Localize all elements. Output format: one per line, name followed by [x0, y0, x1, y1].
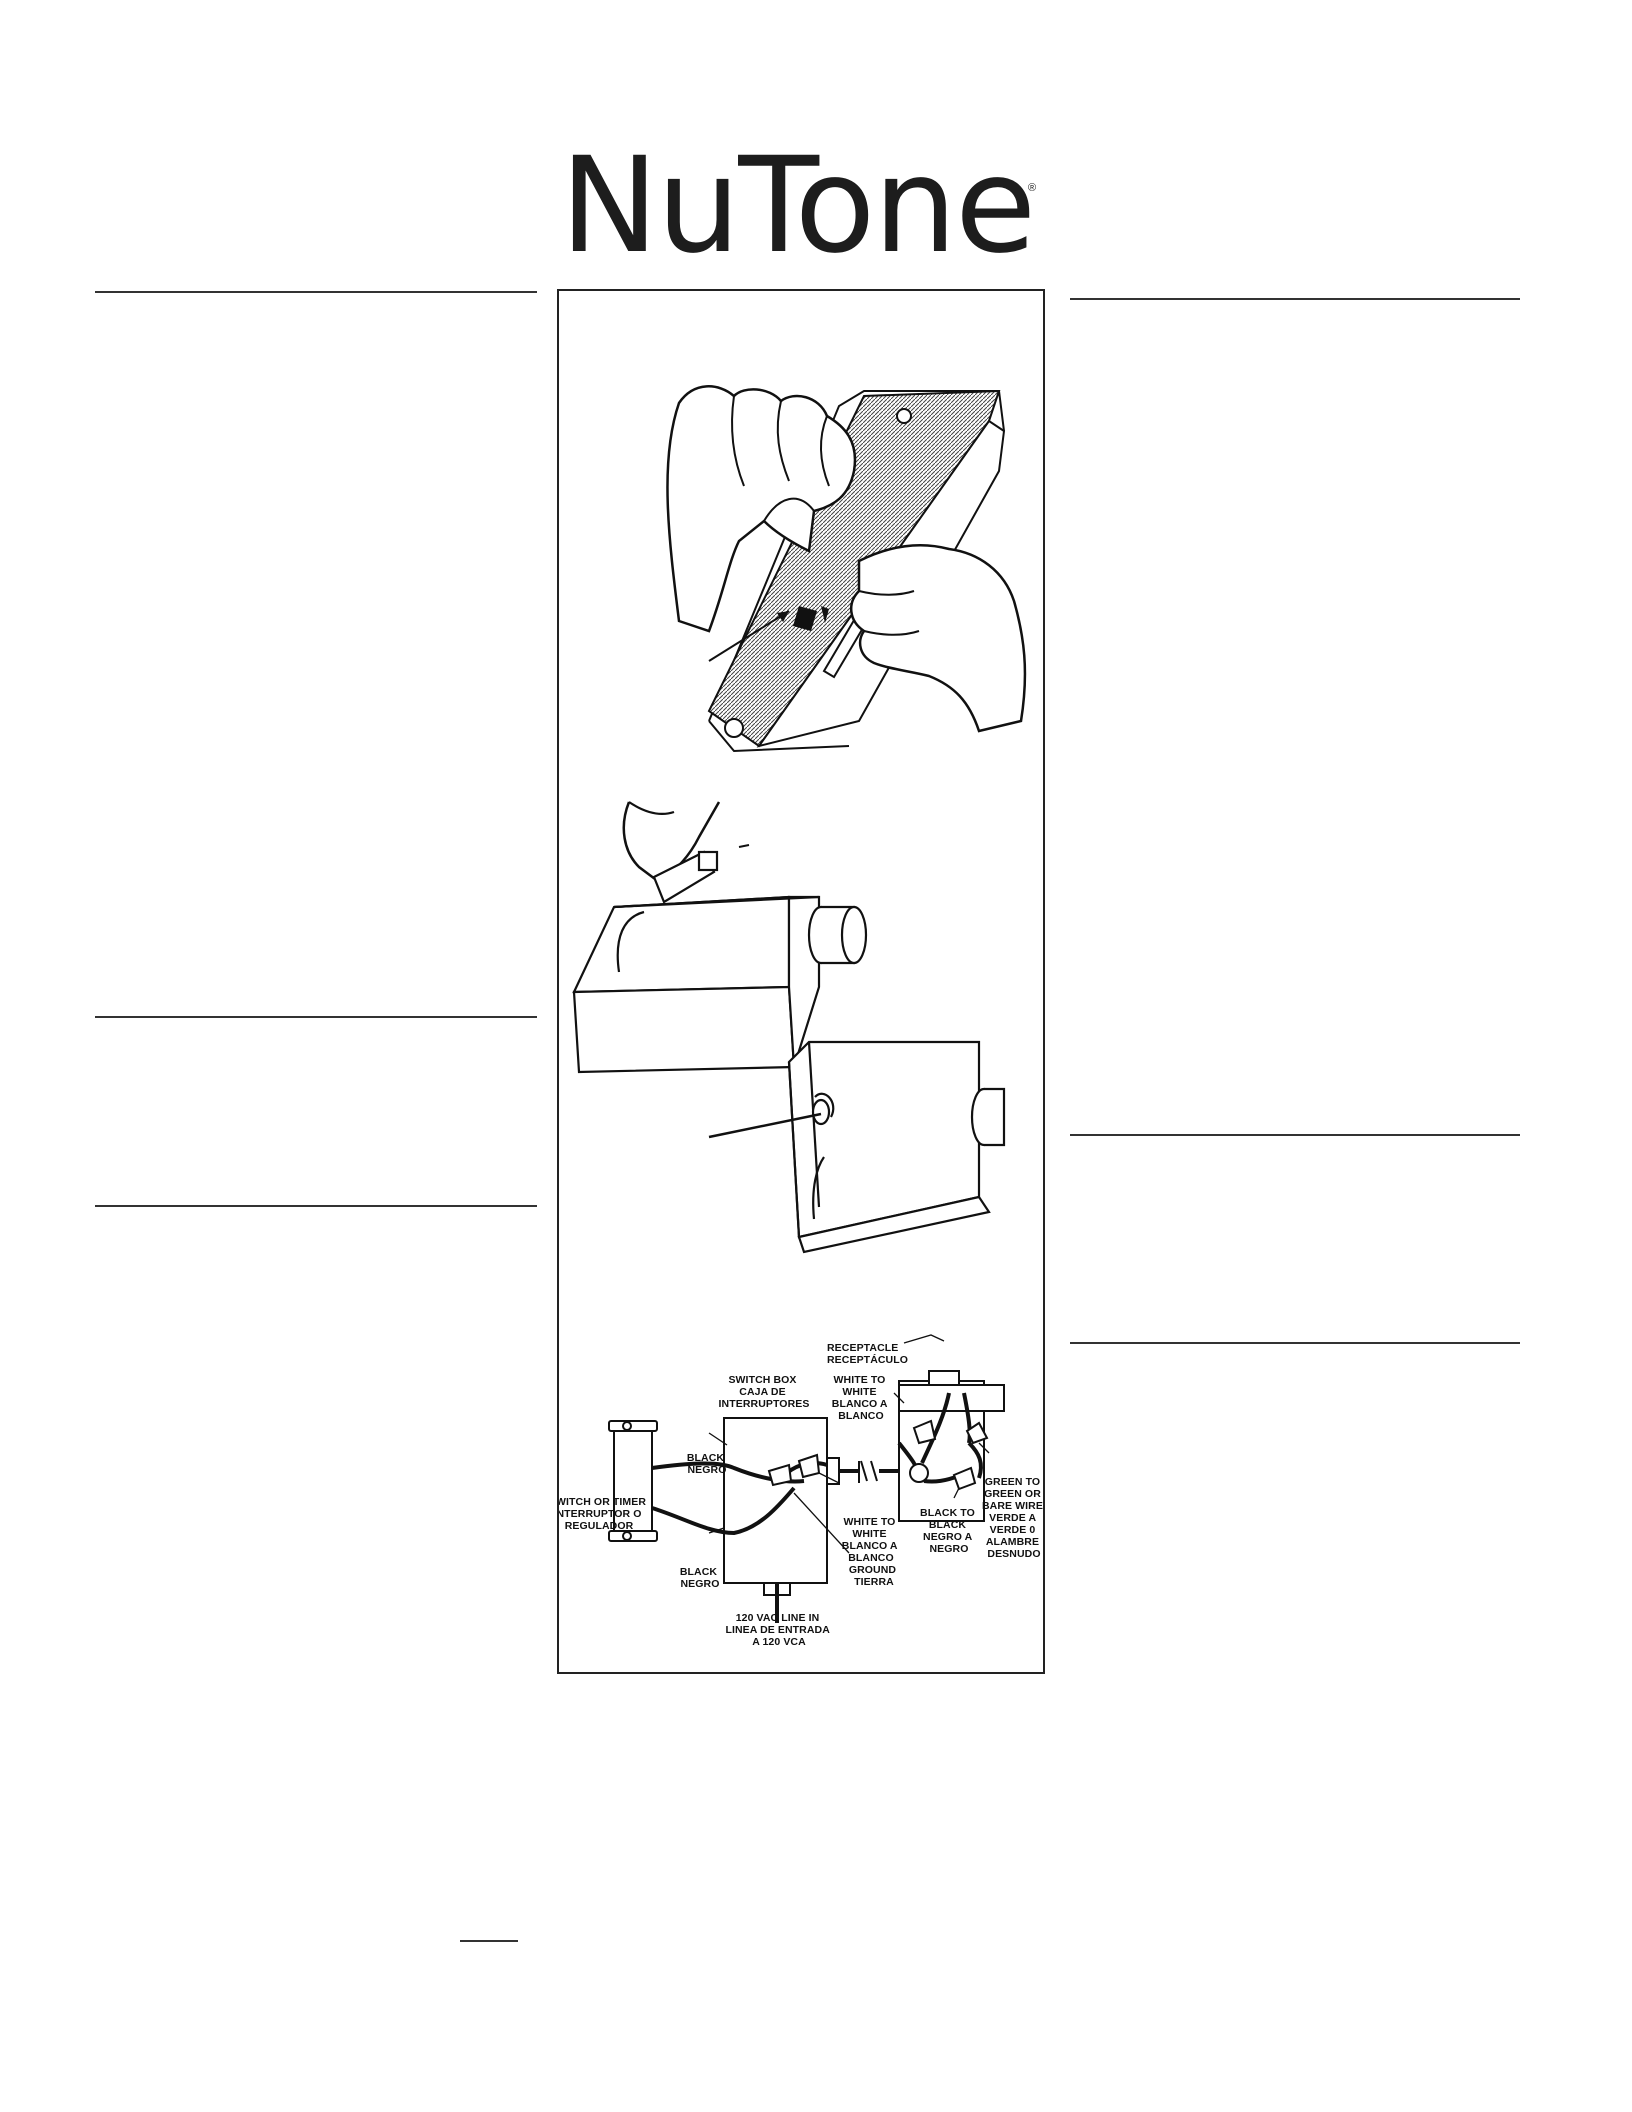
section-rule-left-bottom: [95, 1205, 537, 1207]
page-footer-rule: [460, 1940, 518, 1942]
label-black-bottom: BLACK NEGRO: [680, 1566, 720, 1590]
label-black-to-black: BLACK TO BLACK NEGRO A NEGRO: [920, 1507, 978, 1555]
figure-panel-bracket: [557, 289, 1045, 759]
wiring-diagram: RECEPTACLE RECEPTÁCULO SWITCH BOX CAJA D…: [559, 1334, 1046, 1648]
brand-logo: NuTone: [560, 129, 1040, 283]
label-white-to-white-mid: WHITE TO WHITE BLANCO A BLANCO: [842, 1516, 900, 1564]
label-line-in: 120 VAC LINE IN LINEA DE ENTRADA A 120 V…: [725, 1612, 832, 1648]
housing-illustration: [572, 801, 1006, 1254]
figure-panel-wiring: RECEPTACLE RECEPTÁCULO SWITCH BOX CAJA D…: [557, 1293, 1045, 1674]
bracket-illustration: [666, 385, 1027, 753]
label-white-to-white-top: WHITE TO WHITE BLANCO A BLANCO: [832, 1374, 890, 1422]
registered-mark: ®: [1028, 182, 1037, 194]
figure-panel-housing: [557, 757, 1045, 1295]
brand-name: NuTone: [560, 129, 1036, 283]
section-rule-right-middle: [1070, 1134, 1520, 1136]
section-rule-left-top: [95, 291, 537, 293]
label-ground: GROUND TIERRA: [849, 1564, 899, 1588]
switch-box: [723, 1417, 828, 1584]
label-switch-or-timer: SWITCH OR TIMER INTERRUPTOR O REGULADOR: [559, 1496, 649, 1532]
section-rule-right-bottom: [1070, 1342, 1520, 1344]
label-green-to-green: GREEN TO GREEN OR BARE WIRE VERDE A VERD…: [982, 1476, 1046, 1560]
section-rule-right-top: [1070, 298, 1520, 300]
label-switch-box: SWITCH BOX CAJA DE INTERRUPTORES: [719, 1374, 810, 1410]
label-receptacle: RECEPTACLE RECEPTÁCULO: [827, 1342, 908, 1366]
section-rule-left-middle: [95, 1016, 537, 1018]
label-black-top: BLACK NEGRO: [687, 1452, 727, 1476]
